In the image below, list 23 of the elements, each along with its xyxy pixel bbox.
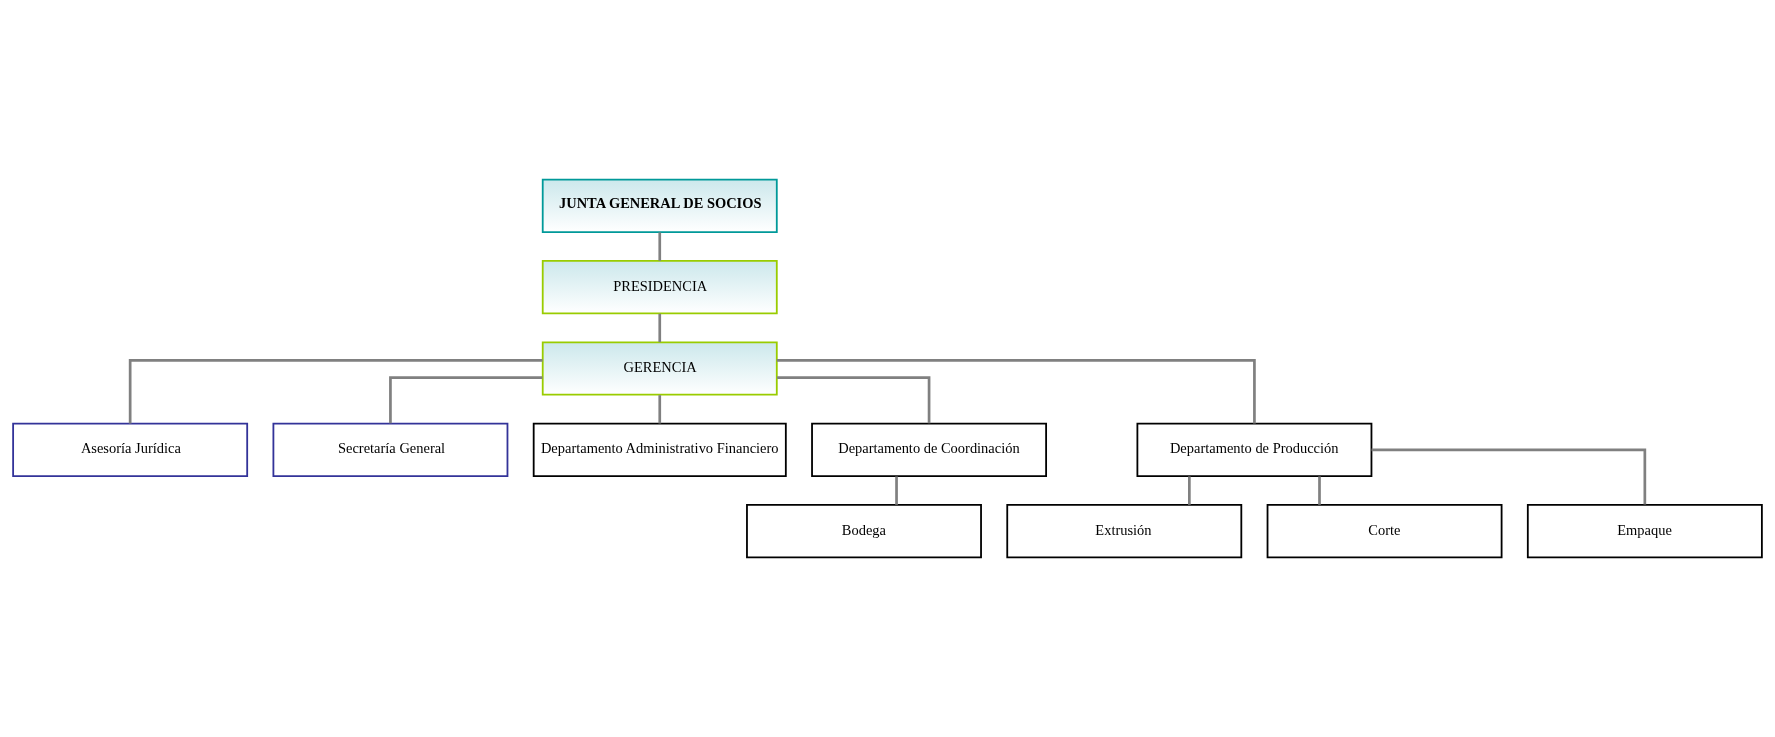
node-box: GERENCIA	[541, 341, 778, 396]
connector	[658, 395, 662, 424]
connector	[895, 476, 898, 505]
node-box: JUNTA GENERAL DE SOCIOS	[541, 178, 778, 233]
connector	[658, 232, 662, 261]
node-box: Departamento Administrativo Financiero	[532, 422, 787, 477]
node-box: Extrusión	[1006, 504, 1243, 559]
node-box: Departamento de Coordinación	[811, 422, 1047, 477]
connector	[776, 359, 1256, 424]
connector	[658, 313, 662, 343]
connector	[1371, 448, 1647, 505]
node-box: Departamento de Producción	[1136, 422, 1373, 477]
node-box: Corte	[1266, 504, 1503, 559]
connector	[777, 376, 931, 424]
connector	[128, 359, 543, 424]
node-box: Asesoría Jurídica	[12, 422, 249, 477]
connector	[1188, 476, 1191, 505]
node-box: Secretaría General	[272, 422, 509, 477]
node-box: PRESIDENCIA	[541, 260, 778, 315]
connector	[389, 376, 543, 424]
node-box: Empaque	[1526, 504, 1763, 559]
node-box: Bodega	[746, 504, 982, 559]
connector	[1318, 476, 1321, 505]
